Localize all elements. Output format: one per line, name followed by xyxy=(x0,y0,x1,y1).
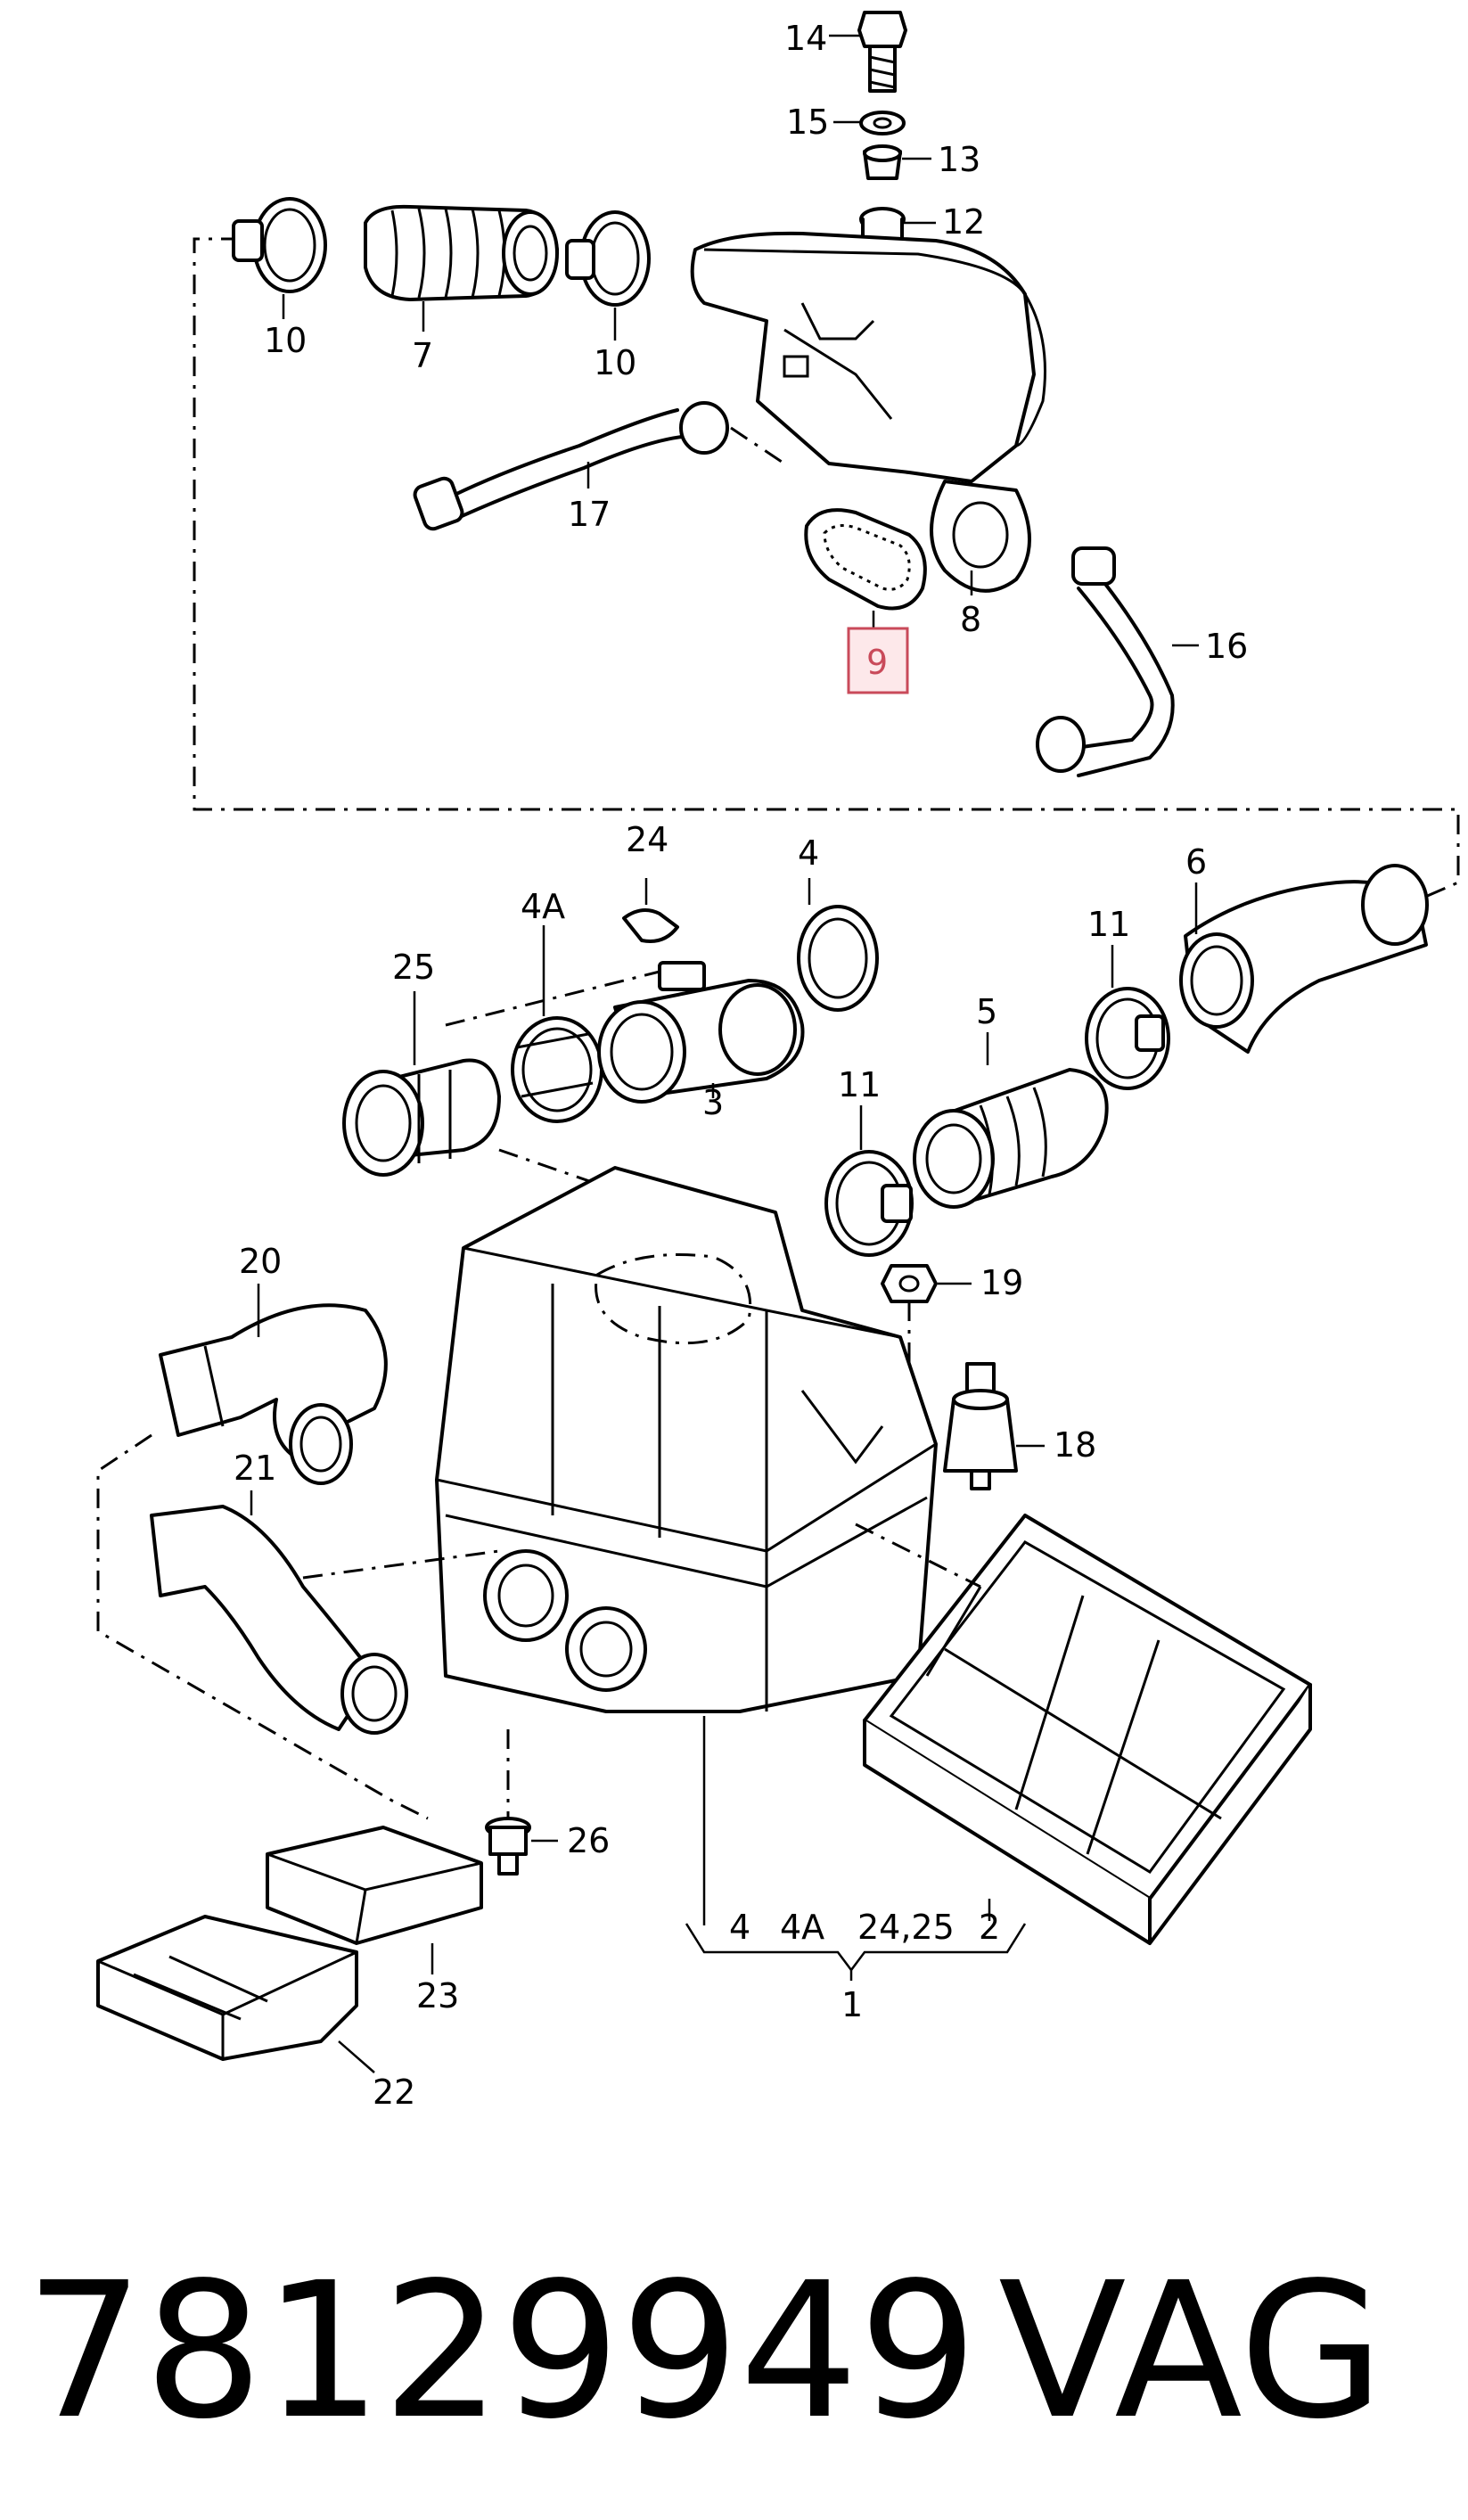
callout-14: 14 xyxy=(784,19,827,58)
duct-6 xyxy=(1179,864,1429,1054)
callout-10-left: 10 xyxy=(264,321,307,360)
callout-25: 25 xyxy=(392,948,435,987)
hose-17 xyxy=(413,401,729,531)
callout-23: 23 xyxy=(416,1976,459,2015)
duct-21 xyxy=(150,1505,408,1735)
nut-19 xyxy=(881,1264,938,1303)
callout-19: 19 xyxy=(980,1263,1023,1302)
bolt-14 xyxy=(857,11,907,93)
leader-lines xyxy=(250,34,1199,2073)
callout-2: 2 xyxy=(979,1908,1000,1947)
callout-17: 17 xyxy=(568,495,611,534)
callout-13: 13 xyxy=(938,140,980,179)
callout-22: 22 xyxy=(373,2073,415,2112)
highlight-box-9 xyxy=(847,627,909,694)
callout-24-25: 24,25 xyxy=(857,1908,955,1947)
gasket-9 xyxy=(804,508,927,611)
bushing-13 xyxy=(863,144,902,180)
callout-15: 15 xyxy=(786,103,829,142)
callout-26: 26 xyxy=(567,1821,610,1860)
callout-24: 24 xyxy=(626,820,668,859)
stud-26 xyxy=(485,1817,531,1876)
brand-name: VAG xyxy=(998,2242,1384,2460)
callout-20: 20 xyxy=(239,1242,282,1281)
clamp-11-lower xyxy=(824,1150,914,1257)
filter-element-2 xyxy=(863,1514,1312,1945)
washer-15 xyxy=(859,111,906,135)
ring-4A xyxy=(511,1016,603,1123)
callout-3: 3 xyxy=(702,1083,724,1122)
axis-line-left xyxy=(445,970,660,1027)
hose-17-link xyxy=(730,426,785,465)
callout-4A-bottom: 4A xyxy=(780,1908,824,1947)
seal-4 xyxy=(797,905,879,1012)
duct-20 xyxy=(159,1303,388,1485)
air-inlet-22 xyxy=(96,1915,358,2061)
bellows-5 xyxy=(913,1068,1109,1209)
callout-21: 21 xyxy=(234,1449,276,1488)
callout-4A-top: 4A xyxy=(521,887,565,926)
hose-7 xyxy=(364,204,559,301)
part-number: 78129949 xyxy=(25,2242,978,2460)
duct-link-line xyxy=(302,1549,500,1580)
callout-labels: 14 15 13 12 10 7 10 17 8 9 16 24 4 4A 25… xyxy=(234,19,1248,2112)
callout-11-lower: 11 xyxy=(838,1065,881,1104)
intake-housing-8 xyxy=(690,231,1046,593)
airbox-housing-1 xyxy=(435,1166,938,1713)
callout-4-top: 4 xyxy=(798,833,819,873)
clamp-10-left xyxy=(232,197,327,293)
clamp-11-upper xyxy=(1085,987,1170,1090)
clamp-10-right xyxy=(565,210,651,307)
callout-9: 9 xyxy=(866,643,888,682)
callout-5: 5 xyxy=(976,992,997,1031)
callout-10-right: 10 xyxy=(594,343,636,382)
duct-frame-line xyxy=(96,1433,429,1820)
air-mass-meter-3 xyxy=(597,961,805,1104)
hose-16 xyxy=(1036,546,1175,777)
bracket-23 xyxy=(266,1826,483,1945)
callout-8: 8 xyxy=(960,600,981,639)
callout-12: 12 xyxy=(942,202,985,242)
callout-6: 6 xyxy=(1185,842,1207,882)
callout-4-bottom: 4 xyxy=(729,1908,750,1947)
clip-24 xyxy=(622,908,679,943)
callout-18: 18 xyxy=(1054,1425,1096,1465)
upper-group-frame xyxy=(193,237,1460,902)
callout-7: 7 xyxy=(412,336,433,375)
duct-25 xyxy=(342,1058,501,1177)
callout-1: 1 xyxy=(841,1985,863,2024)
callout-16: 16 xyxy=(1205,627,1248,666)
rubber-mount-18 xyxy=(943,1362,1018,1490)
callout-11-upper: 11 xyxy=(1087,905,1130,944)
filter-axis xyxy=(855,1523,981,1588)
